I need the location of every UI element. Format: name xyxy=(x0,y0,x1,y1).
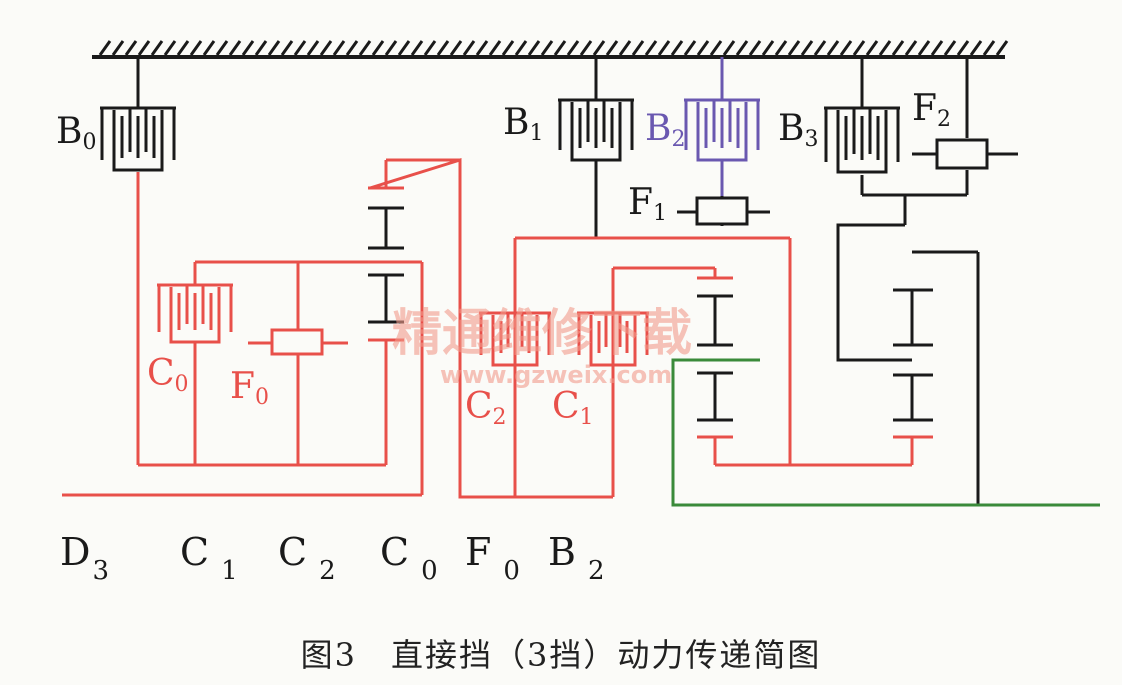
label-b0: B0 xyxy=(56,111,96,155)
sequence-item: D3 xyxy=(60,530,109,586)
label-c1: C1 xyxy=(552,386,594,430)
c0-clutch xyxy=(157,283,233,344)
component-labels: B0 B1 B2 B3 F2 F1 C0 F0 C2 C1 xyxy=(56,88,951,430)
label-b3: B3 xyxy=(778,108,818,152)
b3-brake xyxy=(824,106,900,174)
label-f1: F1 xyxy=(628,182,667,226)
b2-brake xyxy=(684,98,760,162)
inactive-members xyxy=(136,57,980,505)
c2-clutch xyxy=(479,311,551,367)
figure-caption: 图3 直接挡（3挡）动力传递简图 xyxy=(300,636,822,674)
label-b2: B2 xyxy=(645,108,685,152)
b0-brake xyxy=(100,106,176,172)
label-f2: F2 xyxy=(912,88,951,132)
f1-symbol xyxy=(695,196,749,226)
watermark: 精通维修下载 www.gzweix.com xyxy=(392,304,692,389)
label-c0: C0 xyxy=(147,353,189,397)
active-power-path xyxy=(62,157,933,499)
label-c2: C2 xyxy=(465,386,507,430)
friction-packs xyxy=(100,98,900,367)
b1-brake xyxy=(558,98,634,162)
output-shaft xyxy=(671,358,1100,507)
label-b1: B1 xyxy=(503,102,543,146)
transmission-diagram: B0 B1 B2 B3 F2 F1 C0 F0 C2 C1 精通维修下载 www… xyxy=(56,40,1100,586)
label-f0: F0 xyxy=(230,366,269,410)
c1-clutch xyxy=(577,311,649,367)
housing-ground xyxy=(92,40,1009,59)
f0-symbol xyxy=(270,328,324,356)
watermark-text: 精通维修下载 xyxy=(392,304,692,362)
watermark-url: www.gzweix.com xyxy=(440,361,672,389)
one-way-clutches xyxy=(270,138,1018,356)
f2-symbol xyxy=(935,138,989,170)
